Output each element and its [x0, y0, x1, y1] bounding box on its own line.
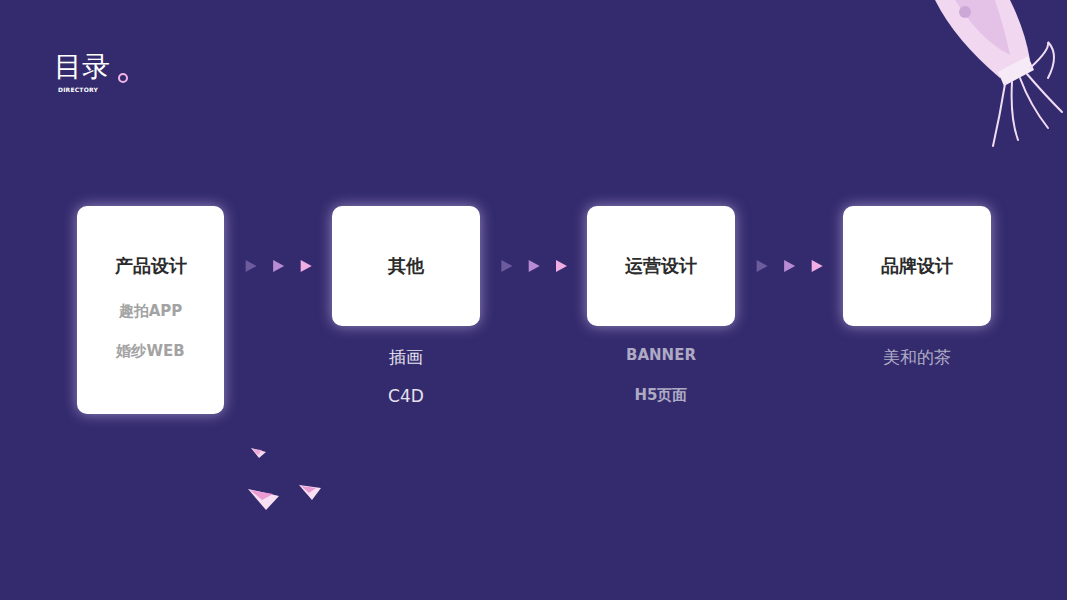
- item-text: 趣拍APP: [77, 302, 224, 321]
- item-text: H5页面: [587, 386, 735, 405]
- category-heading: 产品设计: [77, 254, 224, 278]
- title: 目录: [54, 48, 110, 86]
- title-dot: [119, 74, 127, 82]
- category-box: 其他: [332, 206, 480, 326]
- item-text: C4D: [332, 386, 480, 406]
- triangle-arrow-connector: [501, 260, 567, 272]
- category-heading: 品牌设计: [843, 254, 991, 278]
- triangle-arrow-connector: [757, 260, 823, 272]
- category-heading: 运营设计: [587, 254, 735, 278]
- item-text: 插画: [332, 346, 480, 369]
- category-box: 运营设计: [587, 206, 735, 326]
- category-heading: 其他: [332, 254, 480, 278]
- category-box: 品牌设计: [843, 206, 991, 326]
- triangle-arrow-connector: [246, 260, 312, 272]
- item-text: BANNER: [587, 346, 735, 364]
- item-text: 美和的茶: [843, 346, 991, 369]
- item-text: 婚纱WEB: [77, 342, 224, 361]
- bird-illustration: [248, 448, 321, 510]
- squid-illustration: [935, 0, 1062, 146]
- category-box: 产品设计趣拍APP 婚纱WEB: [77, 206, 224, 414]
- subtitle: DIRECTORY: [58, 86, 98, 93]
